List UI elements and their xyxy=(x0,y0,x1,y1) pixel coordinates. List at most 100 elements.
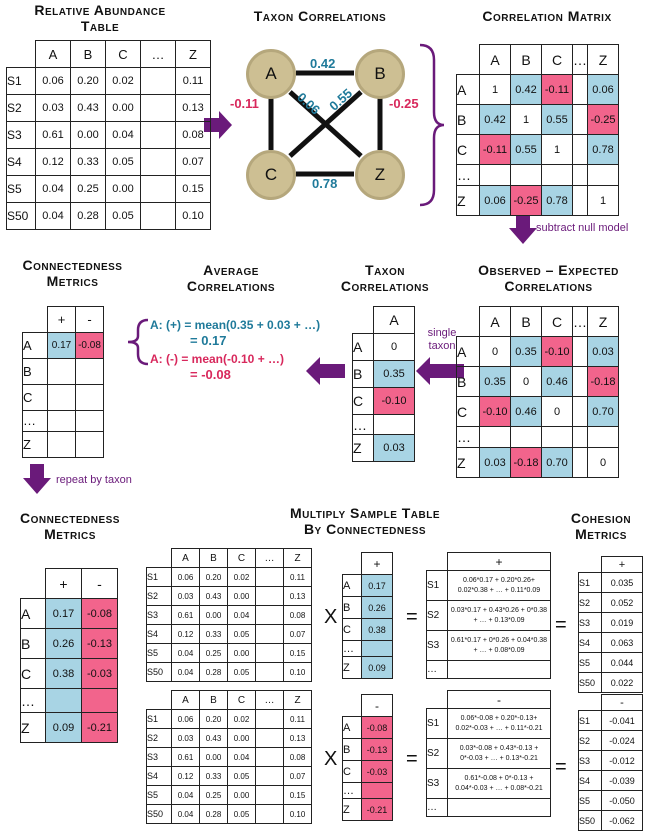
column-header: Z xyxy=(283,548,312,568)
table-row: … xyxy=(426,798,551,817)
table-cell xyxy=(20,568,46,599)
column-header: Z xyxy=(175,40,211,68)
column-header: C xyxy=(105,40,141,68)
bracket-right xyxy=(419,43,445,207)
table-row: S5-0.050 xyxy=(578,790,643,811)
table-cell: 0.20 xyxy=(199,567,228,587)
table-row: S2-0.024 xyxy=(578,730,643,751)
arrow-down-icon xyxy=(509,214,537,244)
edge-label-bz: -0.25 xyxy=(389,96,419,111)
column-header: - xyxy=(601,694,643,711)
table-cell: 0.15 xyxy=(175,175,211,203)
table-cell xyxy=(22,306,48,333)
row-header: S1 xyxy=(6,67,36,95)
row-header: S4 xyxy=(578,632,602,653)
title-line: Correlations xyxy=(504,278,593,294)
column-header: A xyxy=(171,548,200,568)
row-header: C xyxy=(342,760,362,783)
row-header: … xyxy=(456,164,480,186)
title-connectedness-1: Connectedness Metrics xyxy=(0,257,145,289)
table-cell: -0.08 xyxy=(361,716,393,739)
row-header: S2 xyxy=(578,730,602,751)
table-cell: 0.04 xyxy=(171,785,200,805)
row-header: S2 xyxy=(146,586,172,606)
column-header: - xyxy=(81,568,118,599)
column-header: … xyxy=(255,548,284,568)
row-header: B xyxy=(22,358,48,385)
table-cell: 0.43 xyxy=(199,586,228,606)
table-cell: 0.08 xyxy=(283,605,312,625)
table-cell: 0.06 xyxy=(171,709,200,729)
table-cell: 0.00 xyxy=(227,586,256,606)
table-cell: -0.062 xyxy=(601,810,643,831)
table-cell xyxy=(255,586,284,606)
table-cell xyxy=(75,358,104,385)
node-c: C xyxy=(246,150,296,200)
row-header: C xyxy=(22,384,48,411)
label-repeat-by-taxon: repeat by taxon xyxy=(56,474,132,486)
row-header: … xyxy=(22,410,48,432)
row-header: A xyxy=(342,574,362,597)
header-row: - xyxy=(578,694,643,711)
table-cell: 0.10 xyxy=(175,202,211,230)
table-cell: 0.38 xyxy=(361,618,393,641)
table-cell: 0.00 xyxy=(105,175,141,203)
table-cell: 0.03 xyxy=(479,447,511,478)
table-cell: -0.21 xyxy=(361,798,393,821)
row-header: S1 xyxy=(146,567,172,587)
table-cell xyxy=(146,548,172,568)
row-header: … xyxy=(426,798,448,817)
table-cell: 0 xyxy=(587,447,619,478)
table-cell: 0.38 xyxy=(45,658,82,689)
table-cell: 0.06*-0.08 + 0.20*-0.13+ 0.02*-0.03 + … … xyxy=(447,708,551,739)
table-cell: 0.78 xyxy=(541,185,573,216)
table-cell: 0.28 xyxy=(199,804,228,824)
table-cell: -0.012 xyxy=(601,750,643,771)
table-cell: 0.11 xyxy=(283,709,312,729)
table-cell: 0.02 xyxy=(227,567,256,587)
times-operator: X xyxy=(324,748,338,770)
row-header: S4 xyxy=(146,766,172,786)
table-cell xyxy=(447,798,551,817)
row-header: S3 xyxy=(146,605,172,625)
title-taxon-correlations-2: Taxon Correlations xyxy=(325,262,445,294)
title-line: Cohesion xyxy=(570,510,632,526)
row-header: B xyxy=(342,738,362,761)
column-header: - xyxy=(361,694,393,717)
title-line: Average xyxy=(203,262,259,278)
row-header: S4 xyxy=(578,770,602,791)
table-cell: 0.35 xyxy=(479,366,511,397)
table-cell xyxy=(479,426,511,448)
column-header: … xyxy=(140,40,176,68)
column-header: C xyxy=(227,690,256,710)
table-cell: 0.052 xyxy=(601,592,643,613)
title-line: Correlation Matrix xyxy=(482,8,612,24)
row-header: … xyxy=(456,426,480,448)
row-header: A xyxy=(20,598,46,629)
table-cell: 0.03 xyxy=(171,586,200,606)
table-cell: 0.11 xyxy=(175,67,211,95)
table-cell: 0.11 xyxy=(283,567,312,587)
table-cell: -0.18 xyxy=(587,366,619,397)
table-cell: 0.07 xyxy=(283,624,312,644)
row-header: S3 xyxy=(146,747,172,767)
table-cell xyxy=(572,336,588,367)
table-cell: 0.42 xyxy=(479,104,511,135)
table-cell: 0.00 xyxy=(227,643,256,663)
table-cell xyxy=(81,688,118,713)
column-header: C xyxy=(541,44,573,75)
table-cell: 0.05 xyxy=(105,148,141,176)
